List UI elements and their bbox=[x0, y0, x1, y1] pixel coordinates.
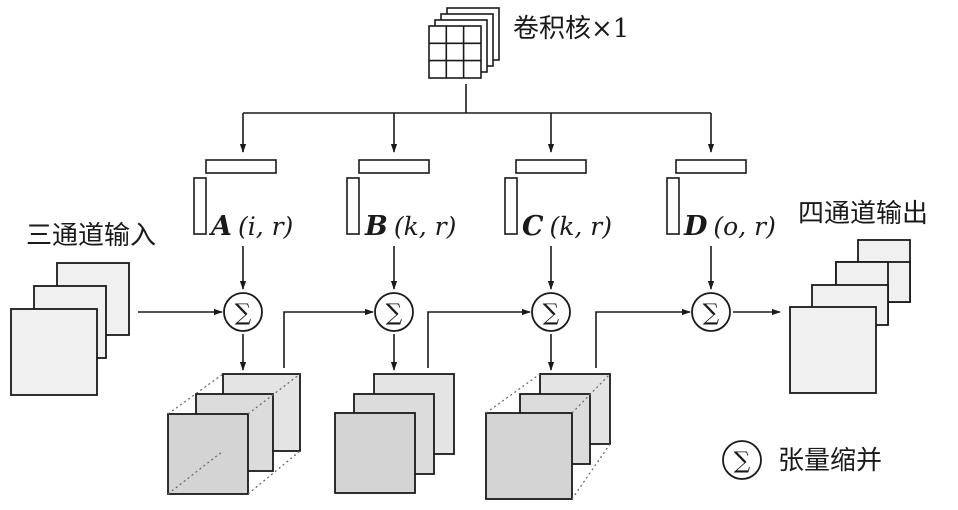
legend-label: 张量缩并 bbox=[778, 446, 882, 476]
factor-to-sum-arrows bbox=[239, 246, 715, 290]
factor-d-column-vector bbox=[666, 177, 680, 235]
input-label: 三通道输入 bbox=[26, 221, 156, 251]
contraction-node-2: ∑ bbox=[374, 292, 414, 332]
factor-a-letter: A bbox=[208, 211, 232, 242]
sum-symbol-2: ∑ bbox=[386, 300, 403, 326]
sum-symbol-4: ∑ bbox=[703, 300, 720, 326]
svg-text:D(o, r): D(o, r) bbox=[683, 211, 776, 242]
factor-d-args: (o, r) bbox=[713, 212, 775, 241]
factor-a-column-vector bbox=[193, 177, 207, 235]
svg-text:B(k, r): B(k, r) bbox=[364, 211, 456, 242]
factor-a: A(i, r) bbox=[193, 159, 293, 242]
kernel-label: 卷积核×1 bbox=[513, 14, 629, 44]
factor-a-row-vector bbox=[205, 159, 277, 174]
svg-text:A(i, r): A(i, r) bbox=[208, 211, 293, 242]
legend: ∑ 张量缩并 bbox=[722, 440, 882, 480]
factor-c-letter: C bbox=[522, 211, 544, 242]
factor-d: D(o, r) bbox=[666, 159, 776, 242]
factor-b-column-vector bbox=[346, 177, 360, 235]
factor-c-args: (k, r) bbox=[550, 212, 613, 241]
factor-d-letter: D bbox=[683, 211, 708, 242]
sum-symbol-1: ∑ bbox=[235, 300, 252, 326]
factor-b-row-vector bbox=[358, 159, 430, 174]
intermediate-stack-1 bbox=[167, 373, 301, 495]
legend-sum-symbol: ∑ bbox=[734, 448, 751, 474]
input-channel-stack bbox=[10, 262, 130, 396]
contraction-node-4: ∑ bbox=[691, 292, 731, 332]
svg-text:C(k, r): C(k, r) bbox=[522, 211, 612, 242]
output-label: 四通道输出 bbox=[798, 199, 928, 229]
contraction-node-1: ∑ bbox=[223, 292, 263, 332]
factor-b: B(k, r) bbox=[346, 159, 456, 242]
factor-d-row-vector bbox=[675, 159, 747, 174]
legend-sum-icon bbox=[722, 440, 762, 480]
factor-a-args: (i, r) bbox=[238, 212, 293, 241]
kernel-distribution-lines bbox=[239, 84, 715, 153]
factor-c-column-vector bbox=[504, 177, 518, 235]
intermediate-stack-2 bbox=[334, 373, 455, 494]
factor-b-args: (k, r) bbox=[394, 212, 457, 241]
intermediate-stack-3 bbox=[485, 373, 611, 500]
contraction-node-3: ∑ bbox=[531, 292, 571, 332]
output-channel-stack bbox=[789, 239, 911, 394]
factor-c-row-vector bbox=[515, 159, 587, 174]
factor-b-letter: B bbox=[364, 211, 388, 242]
sum-symbol-3: ∑ bbox=[543, 300, 560, 326]
flow-arrows bbox=[138, 308, 781, 371]
factor-c: C(k, r) bbox=[504, 159, 612, 242]
kernel-stack-icon bbox=[428, 7, 500, 79]
